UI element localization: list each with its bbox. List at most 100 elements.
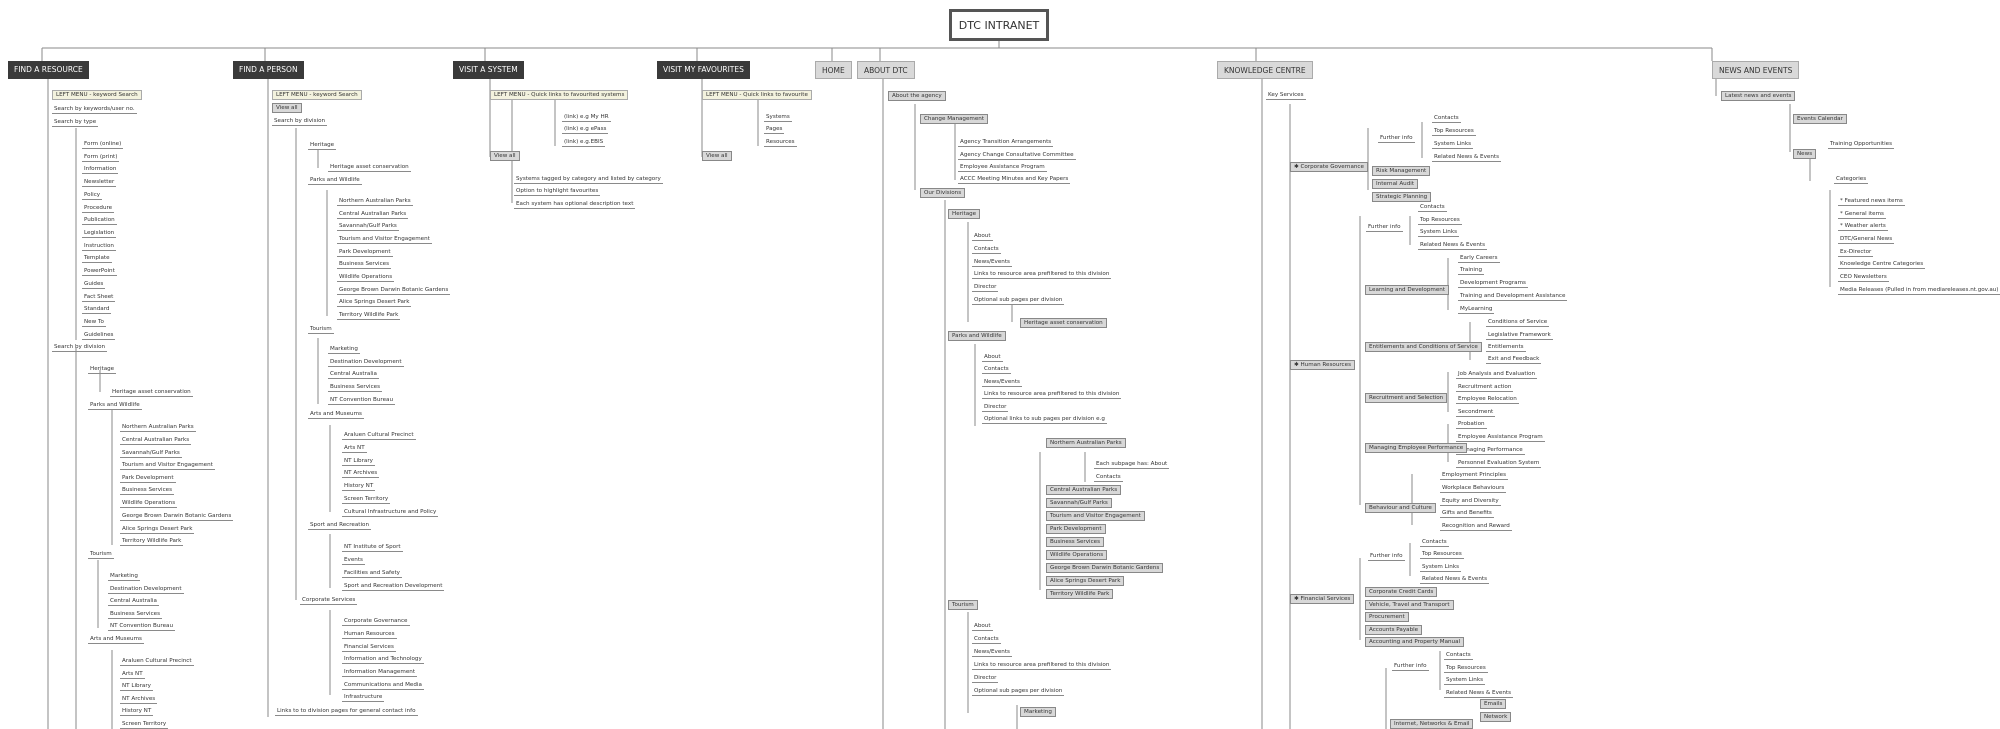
node-our-divisions[interactable]: Our Divisions bbox=[920, 188, 966, 198]
node-screen-territory[interactable]: Screen Territory bbox=[342, 496, 391, 504]
node-screen-territory[interactable]: Screen Territory bbox=[120, 721, 169, 729]
node-nt-library[interactable]: NT Library bbox=[120, 683, 153, 691]
node-central-australia[interactable]: Central Australia bbox=[108, 598, 159, 606]
node-learning-and-development[interactable]: Learning and Development bbox=[1365, 285, 1450, 295]
node-view-all[interactable]: View all bbox=[702, 151, 732, 161]
node-george-brown-darwin-botanic-gardens[interactable]: George Brown Darwin Botanic Gardens bbox=[120, 513, 234, 521]
node-links-to-resource-area-prefiltered-to-this-division[interactable]: Links to resource area prefiltered to th… bbox=[982, 391, 1122, 399]
node-heritage-asset-conservation[interactable]: Heritage asset conservation bbox=[328, 164, 411, 172]
node-systems[interactable]: Systems bbox=[764, 114, 792, 122]
node-corporate-services[interactable]: Corporate Services bbox=[300, 597, 358, 605]
node-human-resources[interactable]: ✱ Human Resources bbox=[1290, 360, 1355, 370]
node-nt-library[interactable]: NT Library bbox=[342, 458, 375, 466]
node-director[interactable]: Director bbox=[972, 284, 999, 292]
node-northern-australian-parks[interactable]: Northern Australian Parks bbox=[120, 424, 196, 432]
node-link-e-g-epass[interactable]: (link) e.g ePass bbox=[562, 126, 609, 134]
node-history-nt[interactable]: History NT bbox=[342, 483, 376, 491]
node-network[interactable]: Network bbox=[1480, 712, 1512, 722]
node-news-events[interactable]: News/Events bbox=[982, 379, 1022, 387]
node-director[interactable]: Director bbox=[982, 404, 1009, 412]
node-employment-principles[interactable]: Employment Principles bbox=[1440, 472, 1508, 480]
node-nt-convention-bureau[interactable]: NT Convention Bureau bbox=[328, 397, 396, 405]
node-related-news-events[interactable]: Related News & Events bbox=[1418, 242, 1487, 250]
node-contacts[interactable]: Contacts bbox=[1094, 474, 1123, 482]
node-heritage-asset-conservation[interactable]: Heritage asset conservation bbox=[110, 389, 193, 397]
node-powerpoint[interactable]: PowerPoint bbox=[82, 268, 117, 276]
node-risk-management[interactable]: Risk Management bbox=[1372, 166, 1431, 176]
node-optional-links-to-sub-pages-per-division-e-g[interactable]: Optional links to sub pages per division… bbox=[982, 416, 1107, 424]
nav-header-visit-system[interactable]: VISIT A SYSTEM bbox=[453, 61, 524, 79]
node-marketing[interactable]: Marketing bbox=[1020, 707, 1056, 717]
node-marketing[interactable]: Marketing bbox=[108, 573, 140, 581]
node-vehicle-travel-and-transport[interactable]: Vehicle, Travel and Transport bbox=[1365, 600, 1454, 610]
node-left-menu-keyword-search[interactable]: LEFT MENU - keyword Search bbox=[272, 90, 362, 100]
node-top-resources[interactable]: Top Resources bbox=[1418, 217, 1462, 225]
node-alice-springs-desert-park[interactable]: Alice Springs Desert Park bbox=[120, 526, 195, 534]
node-park-development[interactable]: Park Development bbox=[120, 475, 176, 483]
node-alice-springs-desert-park[interactable]: Alice Springs Desert Park bbox=[337, 299, 412, 307]
node-further-info[interactable]: Further info bbox=[1378, 135, 1415, 143]
node-workplace-behaviours[interactable]: Workplace Behaviours bbox=[1440, 485, 1507, 493]
node-pages[interactable]: Pages bbox=[764, 126, 785, 134]
node-business-services[interactable]: Business Services bbox=[337, 261, 392, 269]
node-policy[interactable]: Policy bbox=[82, 192, 103, 200]
node-about-the-agency[interactable]: About the agency bbox=[888, 91, 946, 101]
node-destination-development[interactable]: Destination Development bbox=[328, 359, 404, 367]
node-george-brown-darwin-botanic-gardens[interactable]: George Brown Darwin Botanic Gardens bbox=[1046, 563, 1164, 573]
nav-header-news[interactable]: NEWS AND EVENTS bbox=[1712, 61, 1800, 79]
node-park-development[interactable]: Park Development bbox=[1046, 524, 1106, 534]
node-entitlements[interactable]: Entitlements bbox=[1486, 344, 1526, 352]
node-recruitment-and-selection[interactable]: Recruitment and Selection bbox=[1365, 393, 1448, 403]
node-territory-wildlife-park[interactable]: Territory Wildlife Park bbox=[337, 312, 401, 320]
node-contacts[interactable]: Contacts bbox=[982, 366, 1011, 374]
node-internal-audit[interactable]: Internal Audit bbox=[1372, 179, 1419, 189]
node-form-online[interactable]: Form (online) bbox=[82, 141, 124, 149]
node-heritage[interactable]: Heritage bbox=[88, 366, 117, 374]
node-links-to-to-division-pages-for-general-contact-info[interactable]: Links to to division pages for general c… bbox=[275, 708, 418, 716]
node-information-and-technology[interactable]: Information and Technology bbox=[342, 656, 424, 664]
node-equity-and-diversity[interactable]: Equity and Diversity bbox=[1440, 498, 1501, 506]
node-system-links[interactable]: System Links bbox=[1418, 229, 1460, 237]
node-arts-nt[interactable]: Arts NT bbox=[342, 445, 367, 453]
node-knowledge-centre-categories[interactable]: Knowledge Centre Categories bbox=[1838, 261, 1926, 269]
node-systems-tagged-by-category-and-listed-by-category[interactable]: Systems tagged by category and listed by… bbox=[514, 176, 663, 184]
node-mylearning[interactable]: MyLearning bbox=[1458, 306, 1495, 314]
node-form-print[interactable]: Form (print) bbox=[82, 154, 120, 162]
node-heritage-asset-conservation[interactable]: Heritage asset conservation bbox=[1020, 318, 1107, 328]
node-news-events[interactable]: News/Events bbox=[972, 259, 1012, 267]
node-events[interactable]: Events bbox=[342, 557, 365, 565]
node-links-to-resource-area-prefiltered-to-this-division[interactable]: Links to resource area prefiltered to th… bbox=[972, 271, 1112, 279]
node-view-all[interactable]: View all bbox=[490, 151, 520, 161]
node-sport-and-recreation-development[interactable]: Sport and Recreation Development bbox=[342, 583, 445, 591]
node-communications-and-media[interactable]: Communications and Media bbox=[342, 682, 424, 690]
node-search-by-division[interactable]: Search by division bbox=[52, 344, 108, 352]
node-tourism[interactable]: Tourism bbox=[948, 600, 978, 610]
node-internet-networks-email[interactable]: Internet, Networks & Email bbox=[1390, 719, 1474, 729]
node-further-info[interactable]: Further info bbox=[1368, 553, 1405, 561]
node-cultural-infrastructure-and-policy[interactable]: Cultural Infrastructure and Policy bbox=[342, 509, 439, 517]
node-system-links[interactable]: System Links bbox=[1444, 677, 1486, 685]
node-george-brown-darwin-botanic-gardens[interactable]: George Brown Darwin Botanic Gardens bbox=[337, 287, 451, 295]
node-heritage[interactable]: Heritage bbox=[308, 142, 337, 150]
node-fact-sheet[interactable]: Fact Sheet bbox=[82, 294, 116, 302]
node-parks-and-wildlife[interactable]: Parks and Wildlife bbox=[308, 177, 362, 185]
node-development-programs[interactable]: Development Programs bbox=[1458, 280, 1528, 288]
node-news-events[interactable]: News/Events bbox=[972, 649, 1012, 657]
node-search-by-type[interactable]: Search by type bbox=[52, 119, 99, 127]
node-park-development[interactable]: Park Development bbox=[337, 249, 393, 257]
node-arts-and-museums[interactable]: Arts and Museums bbox=[88, 636, 144, 644]
node-territory-wildlife-park[interactable]: Territory Wildlife Park bbox=[120, 538, 184, 546]
node-wildlife-operations[interactable]: Wildlife Operations bbox=[337, 274, 395, 282]
node-destination-development[interactable]: Destination Development bbox=[108, 586, 184, 594]
node-each-system-has-optional-description-text[interactable]: Each system has optional description tex… bbox=[514, 201, 636, 209]
node-contacts[interactable]: Contacts bbox=[1418, 204, 1447, 212]
nav-header-visit-favourites[interactable]: VISIT MY FAVOURITES bbox=[657, 61, 750, 79]
node-heritage[interactable]: Heritage bbox=[948, 209, 981, 219]
node-tourism-and-visitor-engagement[interactable]: Tourism and Visitor Engagement bbox=[337, 236, 432, 244]
node-left-menu-quick-links-to-favourite[interactable]: LEFT MENU - Quick links to favourite bbox=[702, 90, 812, 100]
node-view-all[interactable]: View all bbox=[272, 103, 302, 113]
node-business-services[interactable]: Business Services bbox=[108, 611, 163, 619]
node-template[interactable]: Template bbox=[82, 255, 112, 263]
node-conditions-of-service[interactable]: Conditions of Service bbox=[1486, 319, 1550, 327]
node-corporate-governance[interactable]: Corporate Governance bbox=[342, 618, 410, 626]
